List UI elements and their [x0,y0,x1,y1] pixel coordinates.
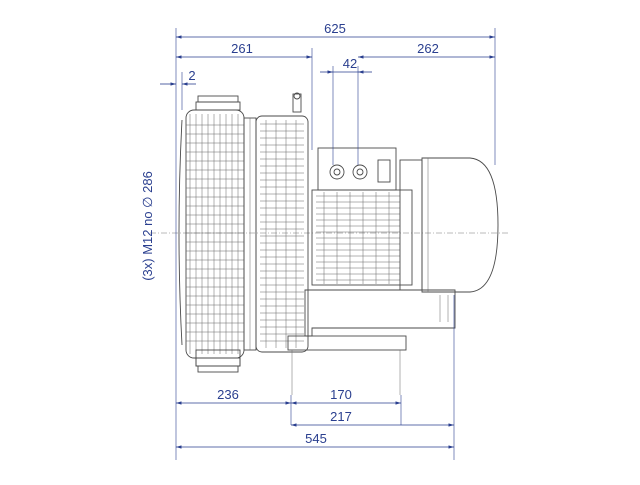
dim-base-inner: 170 [330,387,352,402]
motor-fins [316,192,400,284]
flange-hole-note: (3x) M12 no ∅ 286 [140,171,155,281]
dim-terminal-spacing: 42 [343,56,357,71]
terminal-box [317,147,397,191]
dim-base-left: 236 [217,387,239,402]
dim-overall-width: 625 [324,21,346,36]
dim-left-section: 261 [231,41,253,56]
dim-right-section: 262 [417,41,439,56]
fan-cover [421,157,499,293]
cooling-fins-right [260,120,304,348]
dim-base-total: 545 [305,431,327,446]
dimensions: 625 261 262 42 2 (3x) M12 no ∅ 286 236 1… [140,21,496,460]
blower-drawing [150,92,510,395]
dim-offset-small: 2 [188,68,195,83]
base-foot [287,335,407,351]
cooling-fins-left [186,114,244,354]
dim-base-mid: 217 [330,409,352,424]
